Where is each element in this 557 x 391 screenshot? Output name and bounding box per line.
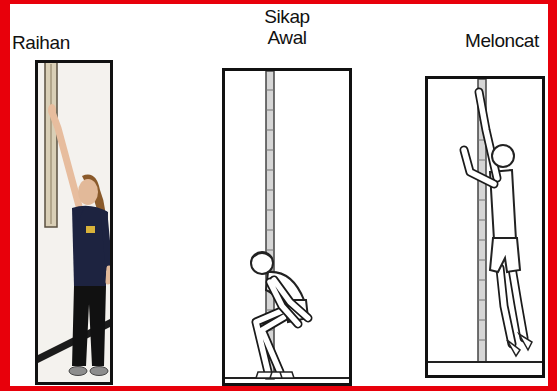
side-hand <box>108 268 109 282</box>
shorts <box>490 238 520 272</box>
test-panel: Raihan <box>10 30 115 386</box>
side-arm <box>104 214 109 268</box>
wall <box>36 62 112 383</box>
panel-frame <box>35 60 113 385</box>
panel-frame <box>425 76 545 378</box>
shoes <box>256 372 294 378</box>
shoe <box>69 367 87 376</box>
pants <box>72 286 106 366</box>
sleeve <box>72 208 84 222</box>
panel-heading: Sikap Awal <box>254 6 320 48</box>
ground-line <box>427 361 543 363</box>
measure-board <box>45 62 57 227</box>
shoes <box>507 334 532 356</box>
head <box>492 145 514 167</box>
reach-figure <box>36 62 112 383</box>
shoe <box>90 367 108 376</box>
panel-heading: Raihan <box>12 32 82 53</box>
panel-heading: Meloncat <box>465 30 545 51</box>
board-edge <box>51 64 52 224</box>
white-ground <box>10 4 548 386</box>
jump-figure <box>427 79 543 362</box>
hair <box>252 253 272 258</box>
emblem <box>86 226 95 233</box>
shirt <box>72 206 108 286</box>
panel-frame <box>222 68 352 386</box>
test-panel: Meloncat <box>425 28 545 378</box>
test-panel: Sikap Awal <box>222 6 352 386</box>
hand <box>48 104 56 116</box>
head <box>78 179 98 205</box>
raised-arm <box>52 112 79 206</box>
head <box>251 252 273 274</box>
crouch-figure <box>224 71 350 379</box>
